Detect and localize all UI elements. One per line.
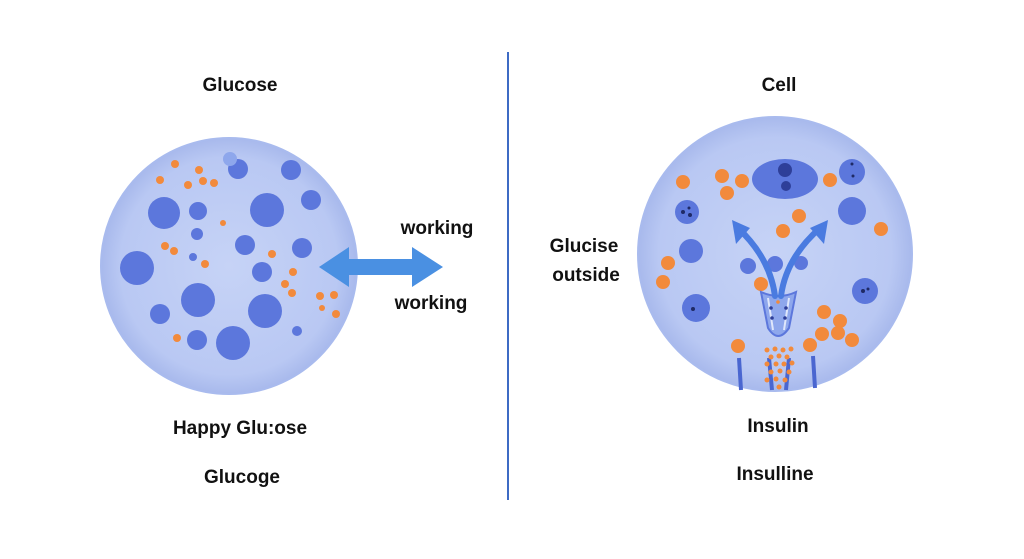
- left-title-label: Glucose: [202, 75, 278, 96]
- double-arrow-icon: [319, 247, 443, 287]
- nucleus: [752, 159, 818, 199]
- right-side-label-line1: Glucise: [549, 236, 619, 257]
- right-caption-label-2: Insulline: [736, 464, 814, 485]
- right-title-label: Cell: [761, 75, 797, 96]
- left-orange-particles: [156, 160, 340, 342]
- left-caption-label-2: Glucoge: [203, 467, 281, 488]
- arrow-label-bottom: working: [394, 293, 468, 314]
- glucose-flow-particles: [764, 346, 795, 390]
- left-glucose-circle: [100, 137, 358, 395]
- right-orange-particles: [656, 169, 888, 353]
- right-caption-label-1: Insulin: [747, 416, 809, 437]
- right-cell-circle: [637, 116, 913, 392]
- left-blue-particles: [120, 159, 321, 360]
- left-caption-label-1: Happy Glu:ose: [172, 418, 308, 439]
- insulin-receptor: [759, 290, 798, 337]
- right-side-label-line2: outside: [552, 265, 620, 286]
- right-blue-particles: [675, 159, 878, 322]
- left-light-particle: [223, 152, 237, 166]
- arrowheads: [732, 220, 828, 244]
- arrow-label-top: working: [400, 218, 474, 239]
